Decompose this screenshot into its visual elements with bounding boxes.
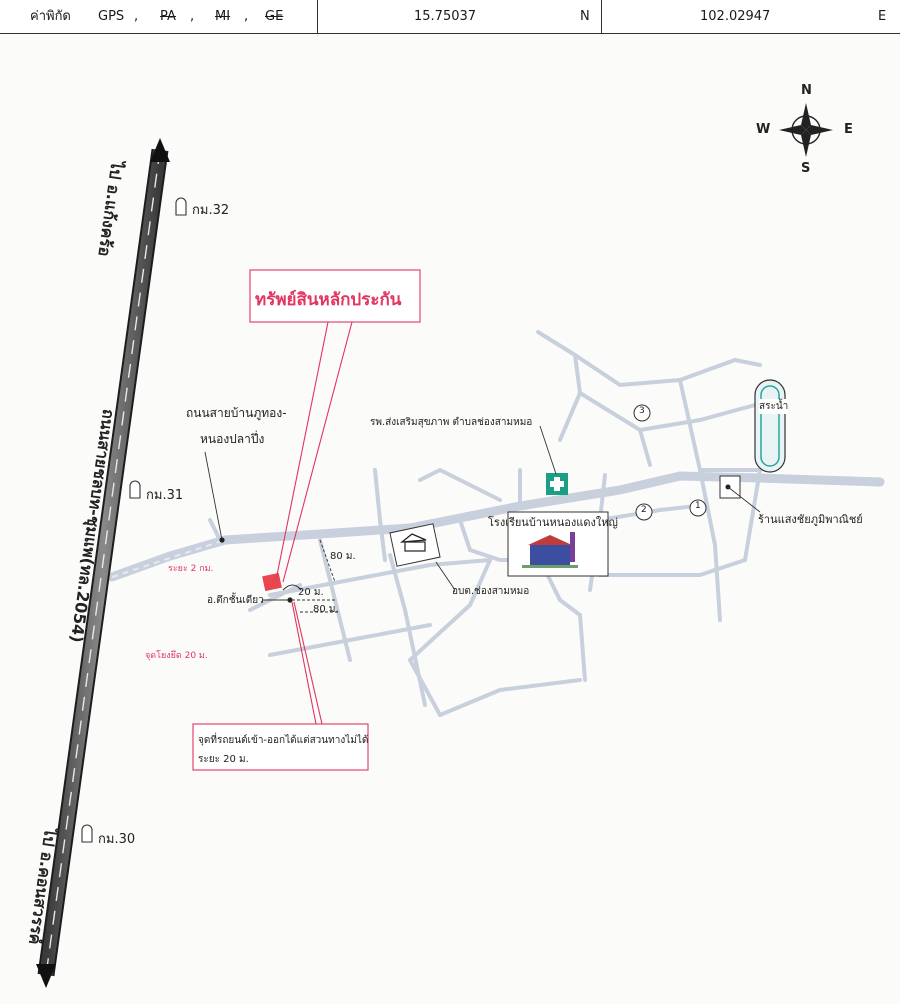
circled-numbers [633,404,707,521]
north-cell: 15.75037 N [318,0,602,33]
hospital-icon [546,473,568,495]
east-cell: 102.02947 E [602,0,900,33]
north-value: 15.75037 [414,9,477,24]
school-label: โรงเรียนบ้านหนองแดงใหญ่ [488,516,618,529]
coordinate-header: ค่าพิกัด GPS , PA , MI , GE 15.75037 N 1… [0,0,900,34]
compass-south: S [801,161,811,176]
arrow-south-icon [36,964,56,988]
circle-2-label: 2 [641,505,647,515]
coordinate-system-cell: ค่าพิกัด GPS , PA , MI , GE [0,0,318,33]
compass-north: N [801,83,812,98]
sao-label: อบต.ช่องสามหมอ [452,586,530,597]
north-unit: N [580,9,590,24]
circle-1-label: 1 [695,501,701,511]
km-marker-32: กม.32 [192,203,230,218]
km-post-icons [81,197,187,843]
shop-label: ร้านแสงชัยภูมิพาณิชย์ [758,513,863,526]
collateral-callouts [192,269,421,771]
access-note-2: ระยะ 20 ม. [198,754,249,765]
coordinate-label: ค่าพิกัด [30,9,71,24]
distance-2km-label: ระยะ 2 กม. [168,564,214,574]
house-label: อ.ตึกชั้นเดียว [207,595,264,606]
distance-80m-b: 80 ม. [313,604,339,615]
collateral-title: ทรัพย์สินหลักประกัน [255,290,402,310]
km-marker-30: กม.30 [98,832,136,847]
access-note-1: จุดที่รถยนต์เข้า-ออกได้แต่สวนทางไม่ได้ [198,735,369,746]
comma: , [134,9,139,24]
distance-80m-a: 80 ม. [330,551,356,562]
compass-icon [779,103,833,157]
arrow-north-icon [150,138,170,162]
comma: , [244,9,249,24]
pole-label: จุดโยงยึด 20 ม. [145,651,208,661]
side-road-label-2: หนองปลาปึ่ง [200,432,265,446]
local-roads [208,330,763,717]
comma: , [190,9,195,24]
highway-2054 [36,138,170,988]
compass-west: W [756,122,771,137]
distance-20m: 20 ม. [298,587,324,598]
pond-shape [754,379,786,473]
east-value: 102.02947 [700,9,771,24]
side-road-label-1: ถนนสายบ้านภูทอง- [186,406,287,420]
hospital-label: รพ.ส่งเสริมสุขภาพ ตำบลช่องสามหมอ [370,417,533,428]
pond-label: สระน้ำ [759,399,789,414]
compass-east: E [844,122,853,137]
school-icon [507,511,609,577]
location-map [36,103,885,988]
collateral-parcel [260,571,284,593]
system-pa: PA [160,9,176,24]
leader-lines [204,425,761,601]
system-gps: GPS [98,9,125,24]
system-ge: GE [265,9,284,24]
circle-3-label: 3 [639,406,645,416]
dimension-arrows [292,539,340,613]
sao-office-icon [389,523,441,567]
km-marker-31: กม.31 [146,488,184,503]
system-mi: MI [215,9,231,24]
east-unit: E [878,9,887,24]
